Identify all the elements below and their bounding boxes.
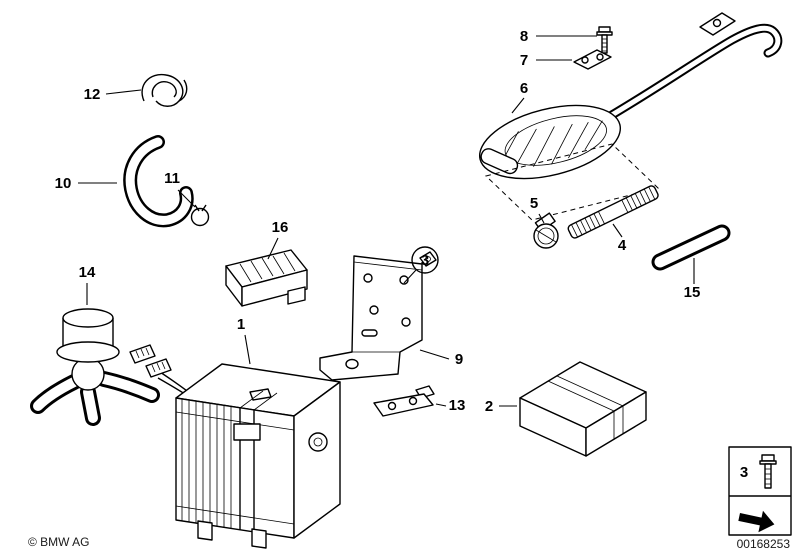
part-14-water-valve	[30, 308, 160, 426]
callout-14-label: 14	[79, 264, 96, 281]
copyright-text: © BMW AG	[28, 535, 90, 549]
callout-12[interactable]: 12	[84, 86, 142, 103]
part-7-clamp	[573, 49, 612, 70]
callout-10[interactable]: 10	[55, 175, 117, 192]
callout-4-label: 4	[618, 237, 627, 254]
callout-5-label: 5	[530, 195, 538, 212]
part-10-water-hose	[123, 135, 194, 228]
callout-7-label: 7	[520, 52, 528, 69]
callout-8-label: 8	[520, 28, 528, 45]
part-11-hose-clamp	[190, 204, 210, 227]
part-5-hose-clamp	[533, 212, 559, 249]
callout-15[interactable]: 15	[684, 258, 701, 301]
legend-part-ref-label: 3	[740, 464, 748, 481]
part-13-retainer-plate	[373, 385, 435, 417]
part-1-auxiliary-heater	[129, 344, 341, 549]
legend-direction-arrow-icon	[738, 510, 775, 533]
callout-4[interactable]: 4	[612, 223, 627, 254]
callout-16[interactable]: 16	[267, 219, 289, 260]
part-4-threaded-stud	[567, 185, 659, 239]
callout-14[interactable]: 14	[79, 264, 96, 305]
callout-6[interactable]: 6	[511, 80, 528, 114]
callout-15-label: 15	[684, 284, 701, 301]
callout-12-label: 12	[84, 86, 101, 103]
callout-5[interactable]: 5	[530, 195, 545, 224]
callout-13-label: 13	[449, 397, 466, 414]
part-6-support-arm	[595, 12, 783, 127]
alignment-guide-lines	[485, 143, 659, 221]
callout-8[interactable]: 8	[520, 28, 597, 45]
callout-9[interactable]: 9	[419, 349, 463, 368]
callout-11[interactable]: 11	[164, 170, 196, 208]
part-12-spring-clamp	[141, 73, 188, 107]
part-16-cover	[225, 249, 308, 307]
callout-7[interactable]: 7	[520, 52, 572, 69]
callout-3[interactable]: 3	[403, 246, 439, 284]
part-6-exhaust-silencer	[478, 104, 622, 180]
footer: © BMW AG 00168253	[28, 535, 790, 551]
callout-1-label: 1	[237, 316, 245, 333]
callout-3-label: 3	[421, 252, 429, 269]
callout-16-label: 16	[272, 219, 289, 236]
part-2-parts-box	[519, 361, 647, 457]
part-8-screw	[596, 26, 613, 54]
part-9-mounting-bracket	[319, 251, 437, 381]
callout-13[interactable]: 13	[435, 397, 466, 414]
callout-10-label: 10	[55, 175, 72, 192]
part-15-exhaust-hose	[651, 224, 731, 271]
callout-11-label: 11	[164, 170, 180, 187]
callout-2[interactable]: 2	[485, 398, 517, 415]
callout-2-label: 2	[485, 398, 493, 415]
callout-6-label: 6	[520, 80, 528, 97]
document-number: 00168253	[737, 537, 791, 551]
legend-box: 3	[728, 446, 792, 536]
callout-1[interactable]: 1	[237, 316, 251, 365]
legend-bolt-icon	[759, 454, 777, 489]
legend-part-ref[interactable]: 3	[740, 464, 748, 481]
callout-9-label: 9	[455, 351, 463, 368]
